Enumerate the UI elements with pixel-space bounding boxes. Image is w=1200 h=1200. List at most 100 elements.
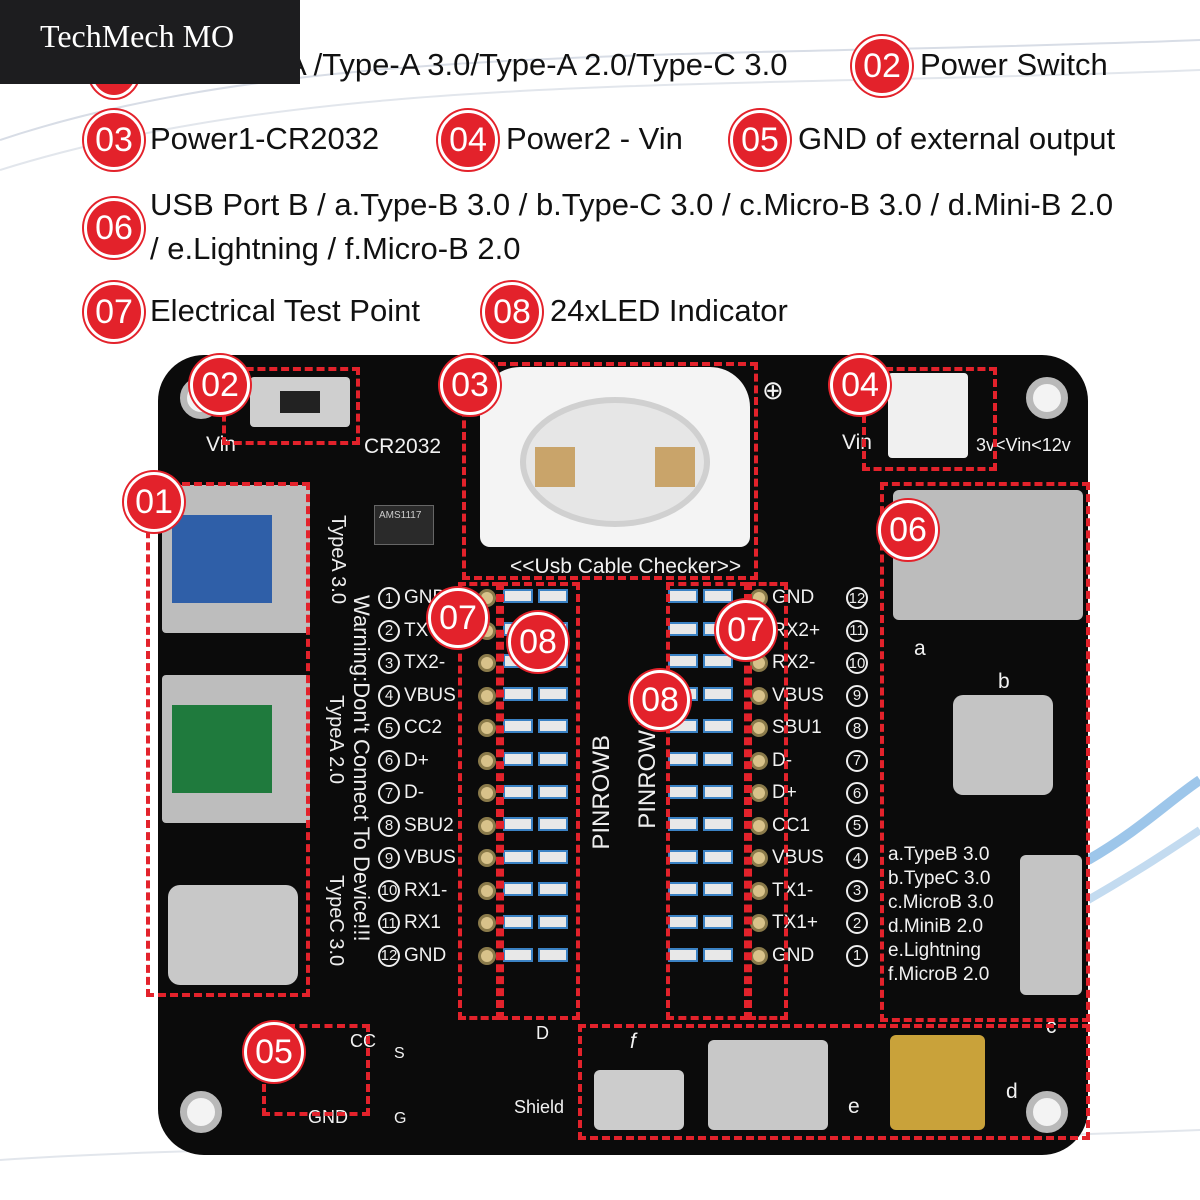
led-indicator — [703, 849, 733, 864]
silk-vin: Vin — [206, 433, 236, 456]
test-point[interactable] — [478, 654, 496, 672]
pin-label: CC2 — [404, 717, 443, 738]
led-indicator — [503, 914, 533, 929]
led-indicator — [703, 751, 733, 766]
silk-shield: Shield — [514, 1097, 565, 1117]
pin-label: VBUS — [404, 684, 456, 706]
silk-typea3: TypeA 3.0 — [327, 515, 349, 604]
silk-g: G — [394, 1110, 407, 1127]
pin-number: 9 — [846, 684, 868, 707]
led-indicator — [503, 686, 533, 701]
board-badge-07-left: 07 — [428, 588, 488, 648]
pin-number: 10 — [846, 652, 868, 674]
right-pin-row: TX1+ 2 — [750, 908, 868, 938]
board-badge-08-left: 08 — [508, 612, 568, 672]
pin-label: GND — [772, 587, 815, 608]
callout-box-06-bottom — [578, 1024, 1090, 1140]
led-indicator — [538, 784, 568, 799]
power-switch[interactable] — [250, 377, 350, 427]
led-indicator — [538, 589, 568, 603]
port-label: b.TypeC 3.0 — [888, 868, 991, 889]
legend-text-02: Power Switch — [920, 47, 1108, 82]
pin-number: 11 — [846, 619, 868, 642]
test-point[interactable] — [478, 719, 496, 737]
led-column — [703, 581, 733, 972]
test-point[interactable] — [478, 784, 496, 802]
port-label: a.TypeB 3.0 — [888, 844, 990, 865]
pin-number: 8 — [846, 717, 868, 739]
led-indicator — [703, 686, 733, 701]
led-indicator — [538, 719, 568, 734]
led-indicator — [538, 751, 568, 766]
callout-box-08-left — [500, 582, 580, 1020]
legend-badge-05: 05 — [730, 110, 790, 170]
pin-label: CC1 — [772, 814, 811, 836]
pin-label: TX2- — [404, 652, 446, 673]
led-indicator — [703, 654, 733, 669]
legend-text-05: GND of external output — [798, 121, 1116, 156]
silk-vin-range: 3v<Vin<12v — [976, 435, 1071, 455]
micro-b-3-port — [1020, 855, 1082, 995]
test-point[interactable] — [478, 946, 496, 965]
legend-badge-04: 04 — [438, 110, 498, 170]
silk-typec3: TypeC 3.0 — [325, 875, 347, 967]
silk-ams: AMS1117 — [379, 510, 422, 521]
pin-label: RX2- — [772, 652, 816, 673]
test-point[interactable] — [478, 816, 496, 835]
pin-number: 1 — [378, 587, 400, 609]
led-indicator — [538, 882, 568, 897]
pin-number: 10 — [378, 879, 400, 902]
pin-label: TX1- — [772, 879, 814, 901]
led-indicator — [503, 751, 533, 766]
callout-box-03 — [462, 362, 758, 580]
pin-label: TX1+ — [772, 912, 818, 933]
legend-text-01: A /Type-A 3.0/Type-A 2.0/Type-C 3.0 — [286, 47, 788, 82]
pin-number: 1 — [846, 944, 868, 967]
test-point[interactable] — [478, 914, 496, 932]
pin-number: 2 — [378, 619, 400, 642]
port-label: c.MicroB 3.0 — [888, 892, 994, 913]
callout-box-01 — [146, 482, 310, 997]
mount-hole — [1026, 377, 1068, 419]
silk-e: e — [848, 1095, 860, 1118]
pin-label: D- — [404, 782, 425, 803]
board-badge-07-right: 07 — [716, 600, 776, 660]
pin-number: 12 — [846, 587, 868, 609]
mount-hole — [1026, 1091, 1068, 1133]
board-badge-03: 03 — [440, 355, 500, 415]
led-indicator — [538, 817, 568, 832]
test-point[interactable] — [478, 881, 496, 900]
led-indicator — [703, 817, 733, 832]
right-pin-row: TX1-3 — [750, 876, 868, 906]
pin-number: 12 — [378, 944, 400, 967]
coin-cell-holder — [480, 367, 750, 547]
pin-number: 11 — [378, 912, 400, 934]
silk-cr2032: CR2032 — [364, 435, 442, 458]
silk-plus: ⊕ — [762, 375, 784, 405]
pin-number: 6 — [846, 782, 868, 804]
pin-number: 9 — [378, 847, 400, 869]
silk-typea2: TypeA 2.0 — [325, 695, 347, 784]
pin-number: 4 — [378, 684, 400, 707]
usb-type-c-port-left — [168, 885, 298, 985]
led-indicator — [503, 817, 533, 832]
usb-type-a-2-port — [162, 675, 310, 823]
led-indicator — [503, 882, 533, 897]
led-indicator — [703, 947, 733, 962]
pin-number: 7 — [378, 782, 400, 804]
led-indicator — [703, 589, 733, 603]
test-point[interactable] — [478, 686, 496, 705]
test-point[interactable] — [478, 751, 496, 770]
pin-number: 2 — [846, 912, 868, 934]
silk-dd: d — [1006, 1080, 1018, 1103]
test-point[interactable] — [478, 849, 496, 867]
board-badge-08-right: 08 — [630, 670, 690, 730]
